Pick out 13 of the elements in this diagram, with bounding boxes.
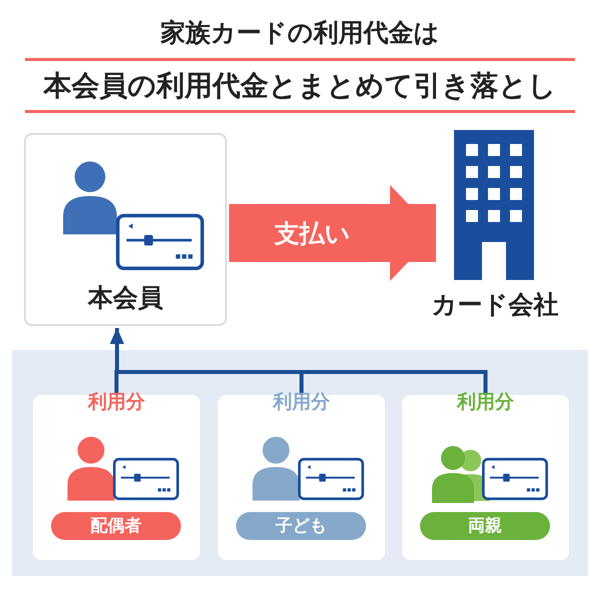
- usage-heading: 利用分: [272, 390, 331, 415]
- subtitle: 本会員の利用代金とまとめて引き落とし: [42, 68, 558, 104]
- member-card: [24, 133, 227, 326]
- usage-heading: 利用分: [86, 390, 146, 415]
- title: 家族カードの利用代金は: [160, 17, 440, 49]
- company-label: カード会社: [430, 289, 560, 321]
- name-pill: 両親: [420, 512, 550, 540]
- name-pill: 子ども: [236, 512, 366, 540]
- name-pill: 配偶者: [51, 512, 181, 540]
- usage-heading: 利用分: [456, 390, 515, 415]
- block-arrow: [229, 185, 436, 281]
- member-label: 本会員: [86, 282, 164, 314]
- edge-label: 支払い: [273, 218, 352, 250]
